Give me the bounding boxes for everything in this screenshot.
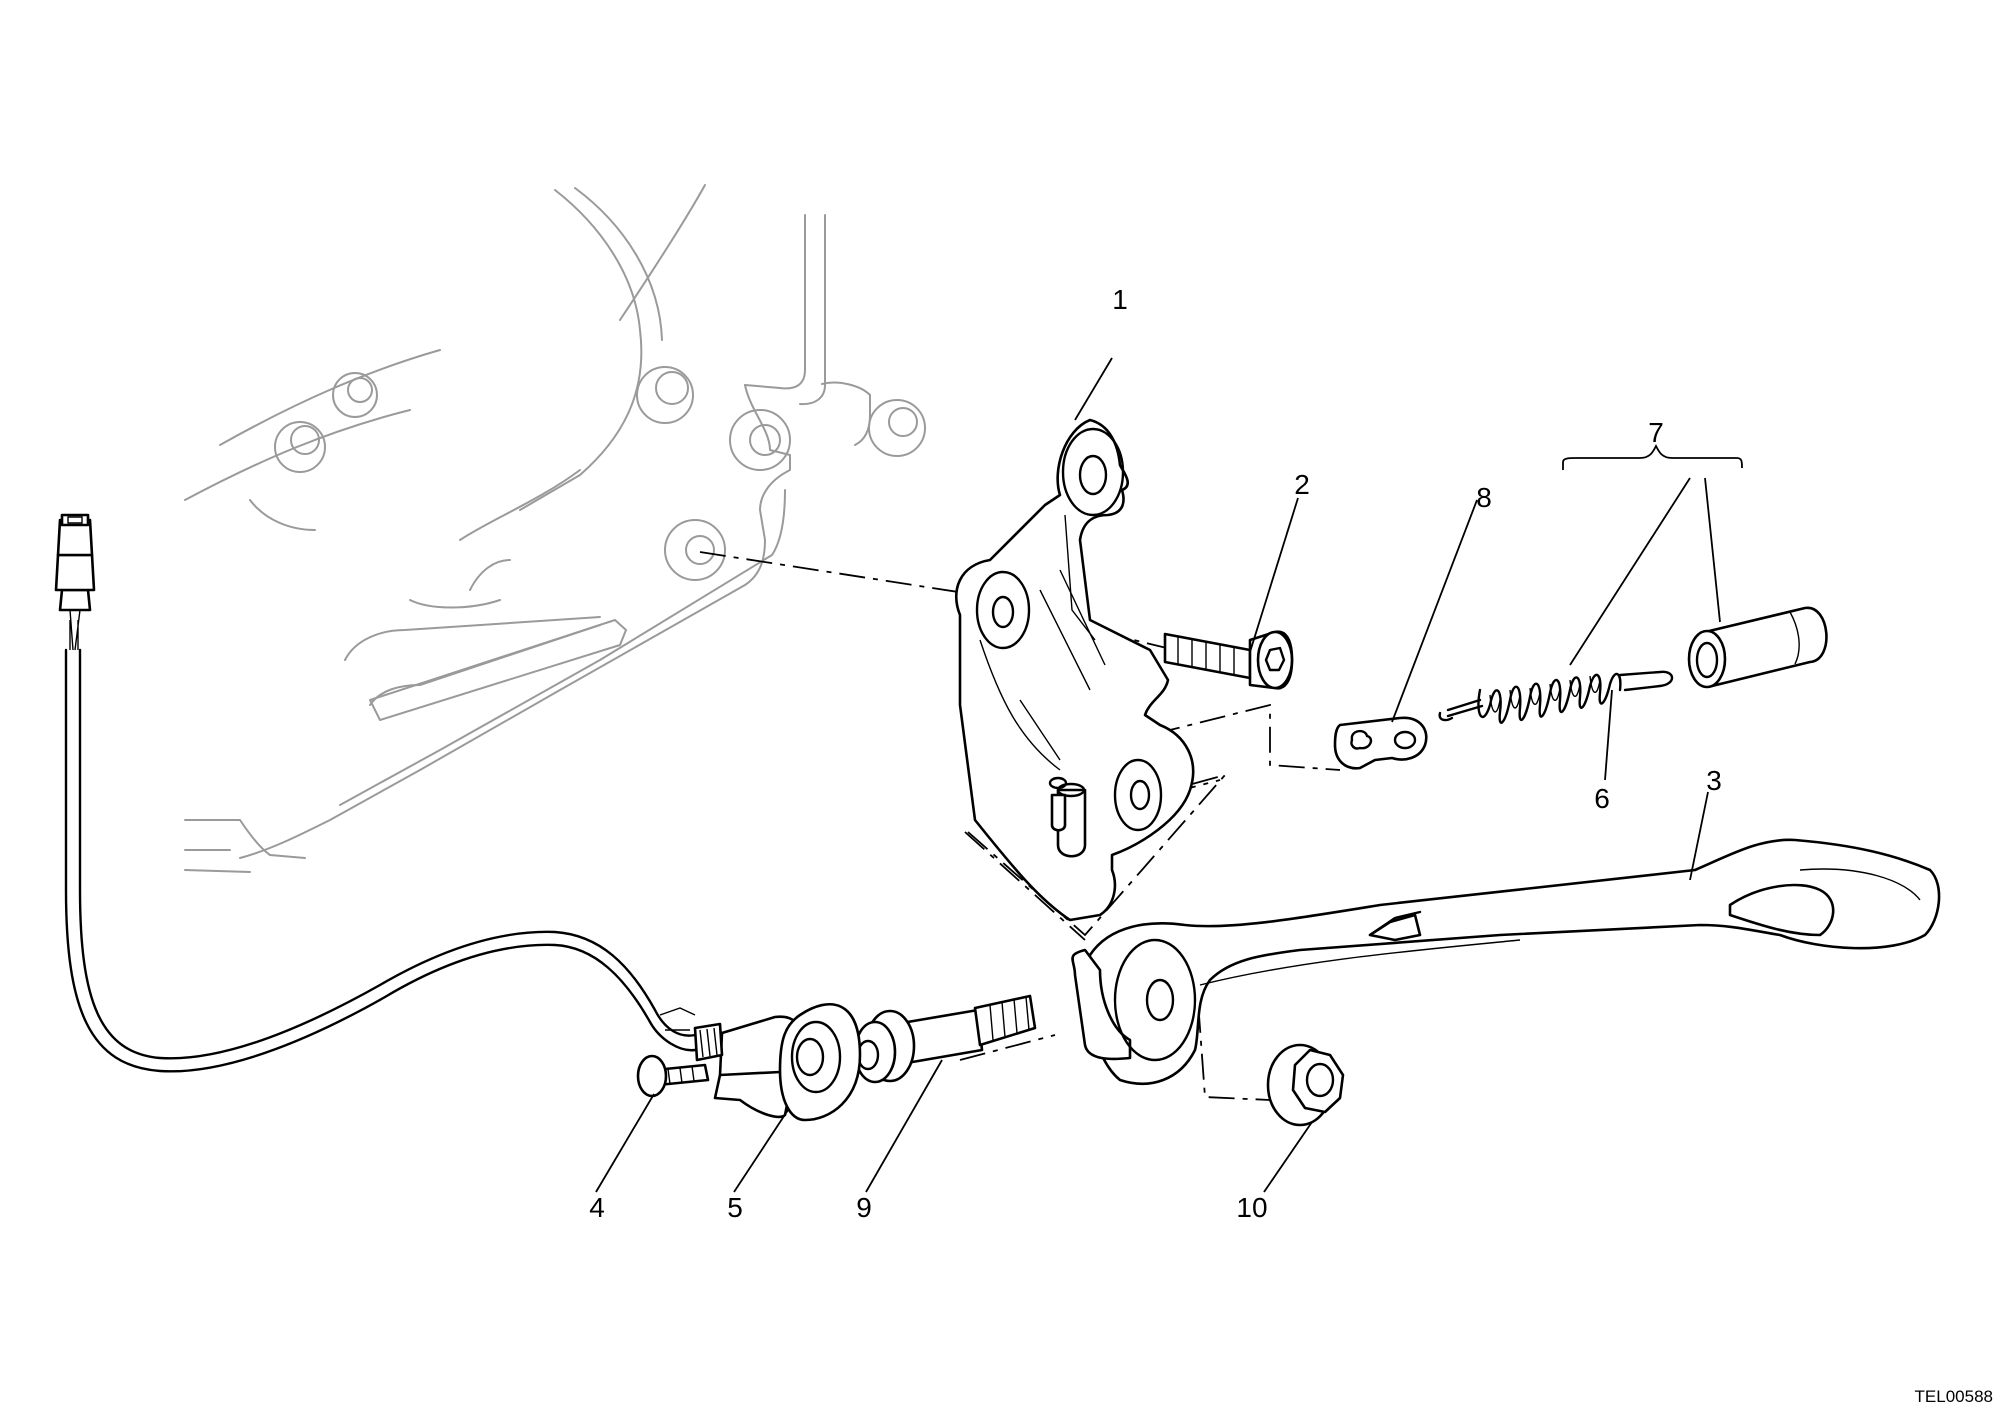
side-stand xyxy=(1071,838,1941,1085)
callout-9: 9 xyxy=(856,1192,872,1223)
callout-3: 3 xyxy=(1706,765,1722,796)
bushing xyxy=(1687,606,1828,689)
cap-screw xyxy=(1163,630,1294,690)
callout-6: 6 xyxy=(1594,783,1610,814)
callout-2: 2 xyxy=(1294,469,1310,500)
callout-labels: 1 2 3 4 5 6 7 8 9 10 TEL00588 xyxy=(589,284,1993,1406)
callout-5: 5 xyxy=(727,1192,743,1223)
drawing-code: TEL00588 xyxy=(1915,1387,1993,1406)
side-stand-bracket xyxy=(955,418,1195,922)
flange-nut xyxy=(1266,1043,1345,1127)
callout-4: 4 xyxy=(589,1192,605,1223)
switch-cable xyxy=(54,513,697,1073)
switch-screw xyxy=(636,1054,710,1098)
engine-case-outline xyxy=(184,184,926,873)
pivot-bolt xyxy=(853,994,1037,1084)
callout-8: 8 xyxy=(1476,482,1492,513)
side-stand-switch xyxy=(693,1002,862,1122)
spring-coils xyxy=(1477,672,1622,724)
spring-plate xyxy=(1333,716,1428,770)
return-spring xyxy=(1438,670,1674,724)
leader-lines xyxy=(595,357,1743,1193)
callout-7: 7 xyxy=(1648,417,1664,448)
callout-10: 10 xyxy=(1236,1192,1267,1223)
callout-1: 1 xyxy=(1112,284,1128,315)
